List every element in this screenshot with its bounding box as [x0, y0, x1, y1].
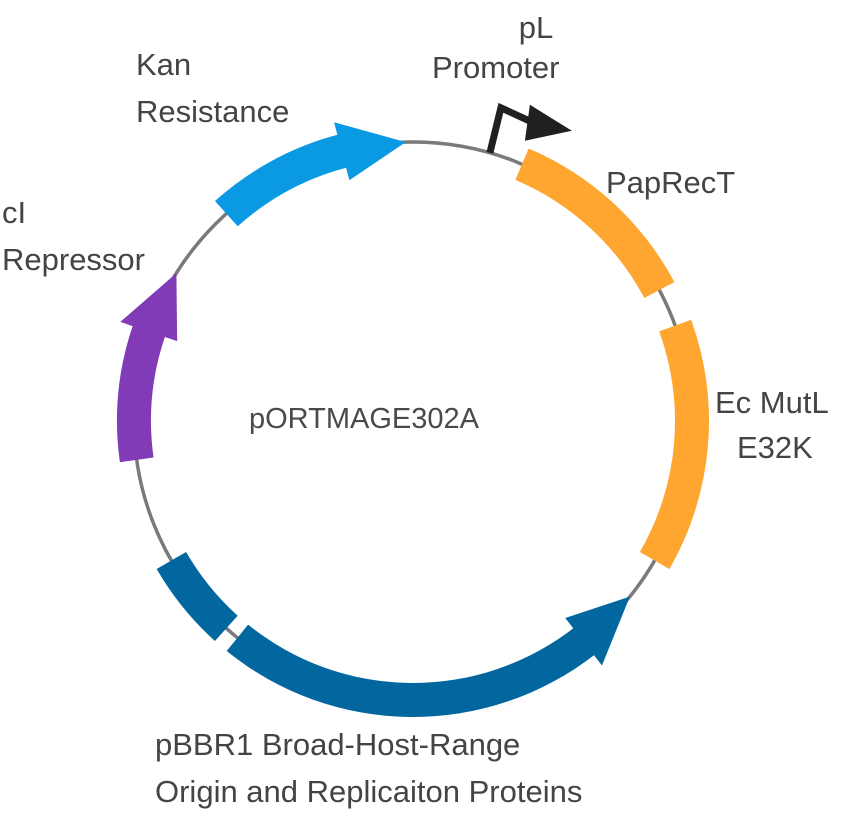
- pbbr1_rep-body: [226, 624, 596, 717]
- promoter-label-line2: Promoter: [432, 50, 560, 85]
- promoter-stem: [486, 102, 540, 154]
- feature-pbbr1_rep: [226, 596, 630, 717]
- pbbr1-label-line2: Origin and Replicaiton Proteins: [155, 774, 583, 809]
- ci-label-line1: cI: [2, 195, 27, 230]
- papRecT-body: [515, 148, 675, 298]
- feature-layer: [116, 122, 709, 717]
- pbbr1_rep-arrowhead: [565, 596, 630, 666]
- ci-label-line2: Repressor: [2, 242, 145, 277]
- kan-label-line1: Kan: [136, 47, 192, 82]
- pbbr1-label-line1: pBBR1 Broad-Host-Range: [155, 727, 521, 762]
- mutl-label-line1: Ec MutL: [715, 385, 829, 420]
- kan-body: [214, 134, 348, 227]
- kan-arrowhead: [334, 122, 406, 181]
- feature-cI: [116, 273, 178, 463]
- cI-body: [116, 324, 166, 463]
- promoter-layer: [486, 102, 572, 154]
- mutl-label-line2: E32K: [737, 430, 813, 465]
- promoter-label-line1: pL: [518, 10, 554, 45]
- pbbr1_ori-body: [156, 552, 238, 641]
- feature-papRecT: [515, 148, 675, 298]
- paprect-label: PapRecT: [606, 165, 736, 200]
- cI-arrowhead: [120, 273, 178, 342]
- feature-mutL: [639, 319, 709, 569]
- mutL-body: [639, 319, 709, 569]
- feature-pbbr1_ori: [156, 552, 238, 641]
- promoter-arrow-icon: [524, 104, 572, 141]
- kan-label-line2: Resistance: [136, 94, 290, 129]
- feature-kan: [214, 122, 406, 227]
- plasmid-name: pORTMAGE302A: [249, 403, 479, 435]
